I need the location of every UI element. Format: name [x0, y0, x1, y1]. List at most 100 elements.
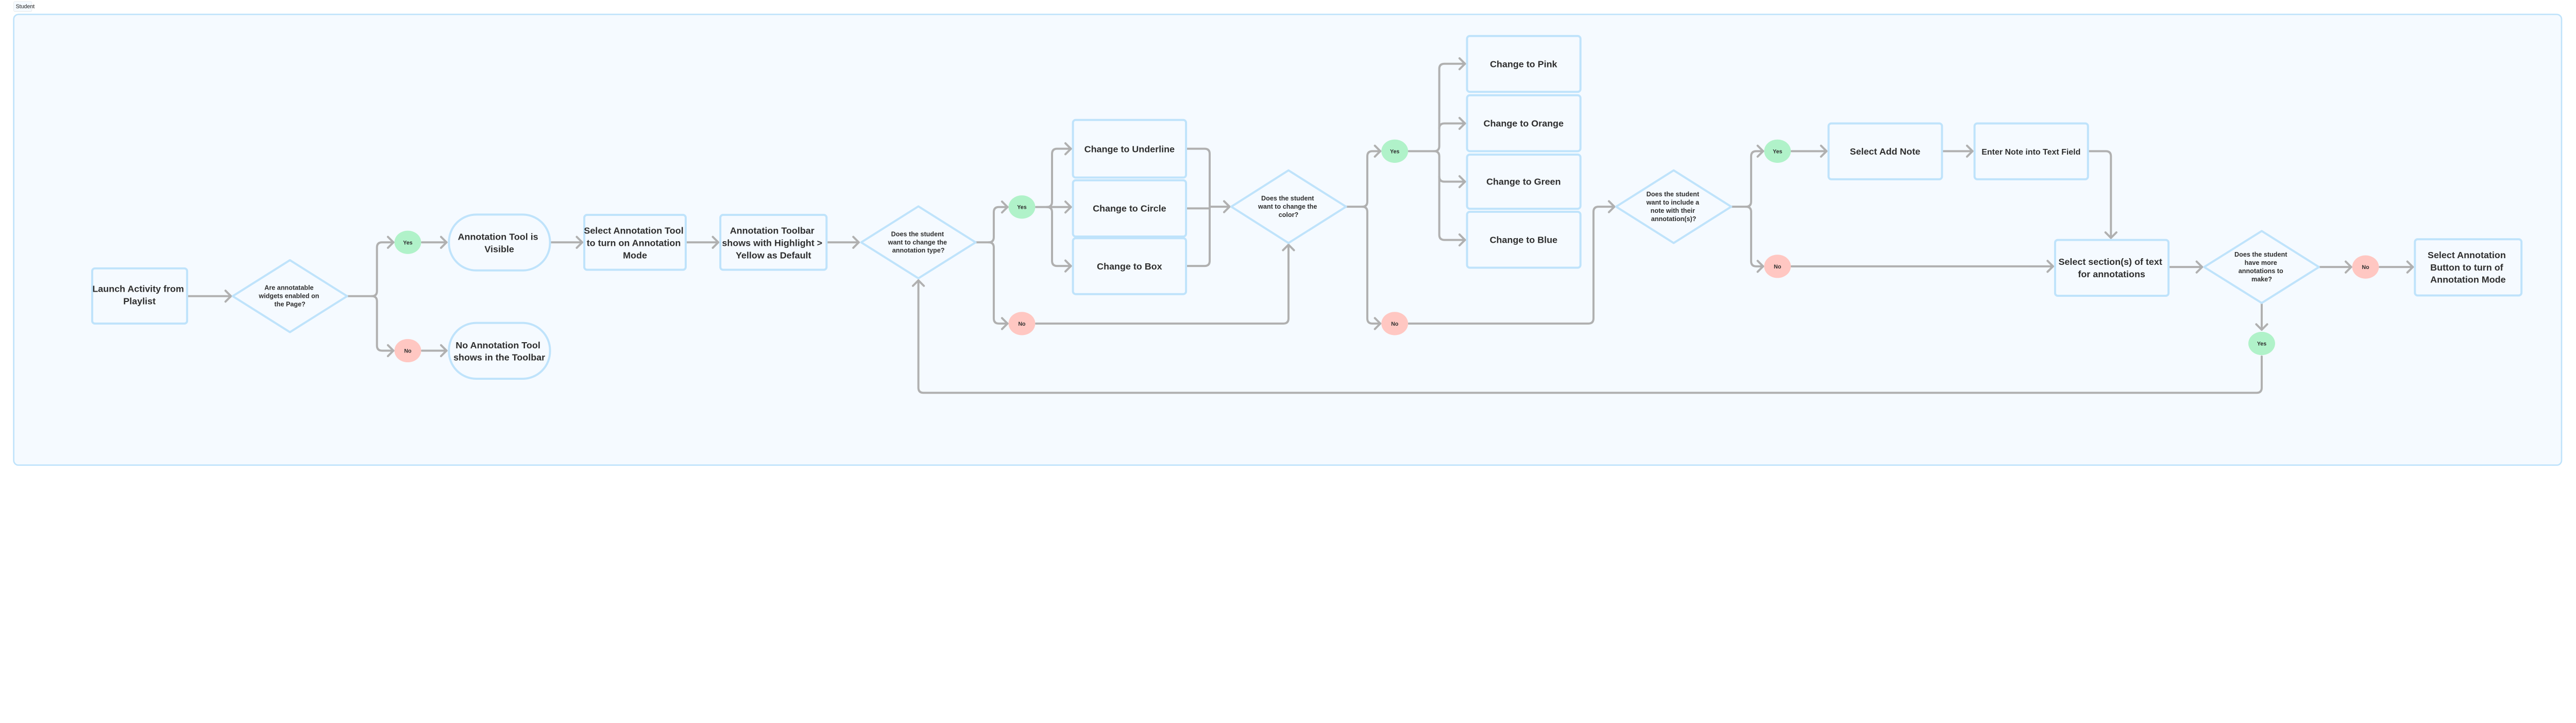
node-text: Visible	[484, 244, 514, 255]
svg-text:Select section(s) of text: Select section(s) of text for annotation…	[2058, 257, 2164, 279]
change-to-underline-node[interactable]: Change to Underline	[1072, 119, 1188, 179]
node-text: Change to Blue	[1489, 235, 1557, 245]
no-annotation-tool-node[interactable]: No Annotation Tool shows in the Toolbar	[448, 322, 551, 380]
no-pill: No	[2352, 255, 2379, 279]
enter-note-node[interactable]: Enter Note into Text Field	[1973, 122, 2089, 180]
pill-text: No	[404, 348, 412, 354]
no-pill: No	[394, 339, 421, 363]
node-text: for annotations	[2078, 269, 2145, 279]
connector	[987, 241, 1009, 330]
svg-text:Does the student want to: Does the student want to change the anno…	[888, 230, 949, 254]
select-add-note-node[interactable]: Select Add Note	[1827, 122, 1943, 180]
no-pill: No	[1764, 255, 1791, 278]
node-text: Does the student	[1647, 191, 1700, 198]
node-text: Does the student	[2234, 251, 2287, 258]
pill-text: Yes	[1017, 205, 1026, 211]
loop-back-connector	[911, 279, 2263, 394]
pill-text: Yes	[1773, 148, 1782, 155]
pill-text: No	[1391, 321, 1399, 327]
change-to-blue-node[interactable]: Change to Blue	[1466, 211, 1582, 269]
node-text: have more	[2245, 259, 2277, 266]
change-to-circle-node[interactable]: Change to Circle	[1072, 179, 1188, 238]
no-pill: No	[1381, 312, 1409, 335]
node-text: Playlist	[123, 296, 156, 307]
node-text: Change to Box	[1097, 261, 1162, 272]
connector	[1046, 206, 1072, 273]
node-text: Mode	[623, 250, 647, 261]
node-text: want to include a	[1646, 199, 1700, 206]
node-text: Change to Green	[1486, 177, 1561, 187]
node-text: widgets enabled on	[258, 293, 319, 300]
node-text: Button to turn of	[2430, 262, 2503, 273]
pill-text: No	[1018, 321, 1026, 327]
yes-pill: Yes	[1008, 195, 1036, 219]
node-text: want to change the	[1258, 203, 1317, 210]
svg-text:Launch Activity from Pla: Launch Activity from Playlist	[92, 284, 187, 307]
turn-off-annotation-mode-node[interactable]: Select Annotation Button to turn of Anno…	[2414, 238, 2523, 297]
node-text: annotations to	[2239, 267, 2283, 275]
node-text: color?	[1279, 211, 1299, 218]
connector	[1361, 206, 1382, 330]
svg-text:Does the student want to: Does the student want to include a note …	[1646, 191, 1701, 223]
connector	[1438, 116, 1466, 130]
svg-text:Annotation Toolbar shows: Annotation Toolbar shows with Highlight …	[722, 226, 825, 261]
node-text: Select Add Note	[1850, 146, 1921, 157]
connector	[1744, 206, 1765, 273]
connector	[1438, 175, 1466, 247]
node-text: note with their	[1651, 207, 1695, 214]
select-annotation-tool-node[interactable]: Select Annotation Tool to turn on Annota…	[583, 214, 687, 271]
node-text: the Page?	[275, 301, 306, 308]
node-text: make?	[2251, 276, 2272, 283]
node-text: No Annotation Tool	[455, 340, 540, 350]
annotation-tool-visible-node[interactable]: Annotation Tool is Visible	[448, 213, 551, 272]
node-text: Change to Orange	[1484, 118, 1564, 128]
node-text: Launch Activity from	[92, 284, 184, 294]
select-section-node[interactable]: Select section(s) of text for annotation…	[2054, 239, 2170, 297]
node-text: Change to Circle	[1093, 203, 1166, 213]
yes-pill: Yes	[1764, 139, 1791, 163]
pill-text: No	[1774, 264, 1782, 270]
node-text: Select Annotation Tool	[584, 226, 683, 236]
node-text: Annotation Mode	[2430, 275, 2505, 285]
node-text: annotation(s)?	[1651, 215, 1697, 223]
node-text: want to change the	[888, 239, 947, 246]
svg-text:No Annotation Tool shows: No Annotation Tool shows in the Toolbar	[453, 340, 545, 363]
yes-pill: Yes	[394, 230, 421, 254]
yes-pill: Yes	[1381, 139, 1409, 163]
connector	[370, 295, 395, 358]
node-text: Select Annotation	[2428, 250, 2506, 260]
node-text: Annotation Tool is	[458, 232, 538, 242]
node-text: Change to Pink	[1490, 59, 1557, 69]
node-text: annotation type?	[892, 247, 945, 254]
pill-text: No	[2362, 264, 2369, 271]
pill-text: Yes	[403, 240, 412, 246]
connector	[1408, 200, 1616, 325]
node-text: Does the student	[1261, 195, 1314, 202]
decision-change-annotation-type[interactable]: Does the student want to change the anno…	[860, 205, 977, 280]
decision-change-color[interactable]: Does the student want to change the colo…	[1230, 169, 1347, 244]
section-label-text: Student	[16, 4, 35, 10]
annotation-toolbar-node[interactable]: Annotation Toolbar shows with Highlight …	[719, 214, 828, 271]
node-text: shows with Highlight >	[722, 238, 822, 248]
change-to-pink-node[interactable]: Change to Pink	[1466, 35, 1582, 93]
section-label[interactable]: Student	[13, 1, 35, 12]
launch-activity-node[interactable]: Launch Activity from Playlist	[91, 267, 189, 325]
change-to-green-node[interactable]: Change to Green	[1466, 153, 1582, 210]
node-text: Yellow as Default	[736, 250, 811, 261]
change-to-box-node[interactable]: Change to Box	[1072, 237, 1188, 295]
decision-include-note[interactable]: Does the student want to include a note …	[1615, 169, 1733, 244]
node-text: Select section(s) of text	[2058, 257, 2162, 267]
change-to-orange-node[interactable]: Change to Orange	[1466, 94, 1582, 153]
svg-text:Does the student have mo: Does the student have more annotations t…	[2234, 251, 2289, 283]
node-text: to turn on Annotation	[587, 238, 681, 248]
svg-text:Select Annotation Button: Select Annotation Button to turn of Anno…	[2428, 250, 2509, 285]
svg-text:Are annotatable widgets: Are annotatable widgets enabled on the P…	[258, 284, 321, 308]
node-text: Change to Underline	[1084, 144, 1175, 154]
decision-more-annotations[interactable]: Does the student have more annotations t…	[2203, 230, 2320, 304]
node-text: Annotation Toolbar	[730, 226, 815, 236]
no-pill: No	[1008, 312, 1036, 335]
svg-text:Select Annotation Tool t: Select Annotation Tool to turn on Annota…	[584, 226, 686, 261]
node-text: shows in the Toolbar	[453, 352, 545, 363]
connectors	[186, 57, 2414, 394]
decision-widgets-enabled[interactable]: Are annotatable widgets enabled on the P…	[231, 259, 348, 333]
